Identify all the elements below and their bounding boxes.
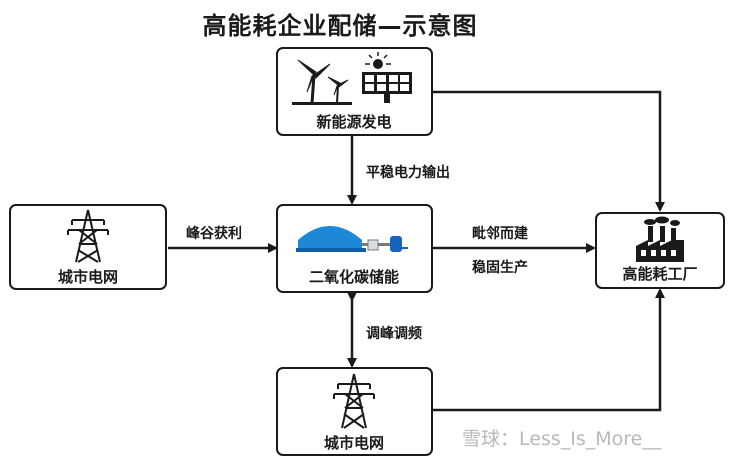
- node-grid-bottom: 城市电网: [276, 367, 433, 456]
- label-stable-output: 平稳电力输出: [366, 164, 450, 181]
- node-factory: 高能耗工厂: [595, 212, 725, 289]
- node-renewable-label: 新能源发电: [316, 113, 391, 131]
- label-adjacent: 毗邻而建: [472, 225, 528, 242]
- watermark: 雪球：Less_Is_More__: [462, 424, 661, 451]
- diagram-title: 高能耗企业配储—示意图: [202, 12, 478, 40]
- node-storage: 二氧化碳储能: [276, 204, 433, 293]
- node-grid-left: 城市电网: [9, 204, 167, 290]
- node-storage-label: 二氧化碳储能: [309, 268, 399, 286]
- solar-panel-icon: [362, 52, 412, 103]
- label-peak-regulation: 调峰调频: [366, 325, 422, 342]
- edge-grid-factory: [433, 288, 665, 412]
- label-peak-valley: 峰谷获利: [186, 225, 242, 242]
- node-grid-bottom-label: 城市电网: [324, 434, 384, 452]
- power-tower-icon: [333, 373, 375, 429]
- power-tower-icon: [67, 209, 109, 263]
- node-renewable: 新能源发电: [276, 47, 433, 136]
- node-grid-left-label: 城市电网: [58, 268, 118, 286]
- factory-icon: [636, 216, 684, 262]
- edge-renewable-factory: [433, 90, 665, 212]
- watermark-text: 雪球：Less_Is_More__: [462, 428, 662, 450]
- node-factory-label: 高能耗工厂: [622, 265, 697, 283]
- co2-storage-icon: [296, 226, 408, 252]
- label-stable-production: 稳固生产: [472, 259, 528, 276]
- wind-turbine-icon: [292, 59, 352, 105]
- connectors: [168, 90, 665, 412]
